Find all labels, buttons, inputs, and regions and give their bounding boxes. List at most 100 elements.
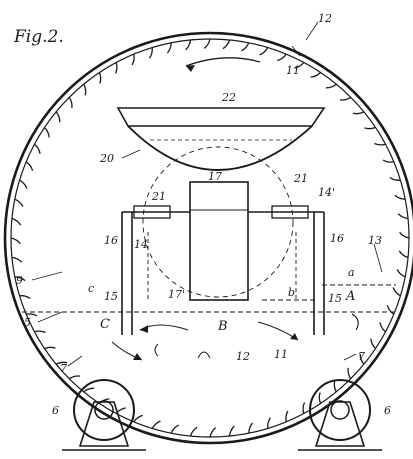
lifter-blade [259,47,269,56]
support-frame [121,205,325,335]
rotation-arrow-top [185,57,261,67]
lifter-blade [352,111,365,115]
lifter-blade [44,346,56,350]
lifter-blade [133,414,143,423]
leader-12-top [305,21,319,41]
label-7-left: 7 [60,362,67,375]
lifter-blade [131,53,135,66]
label-zone-a: A [345,289,355,304]
lifter-blade [68,375,81,380]
feed-hopper [116,107,326,298]
lifter-blade [294,62,305,69]
lifter-blade [55,361,68,365]
flow-arrowhead-right [290,333,298,340]
right-roller-wheel [309,379,371,441]
hidden-drum-circle [142,146,294,298]
lifter-blade [394,194,406,200]
label-6-right: 6 [384,404,391,417]
label-7-right: 7 [358,350,365,363]
label-9: 9 [16,274,23,287]
label-c: c [88,282,94,295]
central-tube [189,181,249,301]
lifter-blade [14,276,26,282]
left-roller-stand [78,401,130,447]
lifter-blade [339,96,352,101]
label-17: 17 [208,170,222,183]
drum-outer-shell [3,31,413,445]
lifter-blade [392,287,401,297]
lifter-blade [379,322,386,333]
left-roller-wheel [73,379,135,441]
drum [3,31,413,445]
leader-9 [31,271,63,281]
label-11-top: 11 [286,64,300,77]
lifter-blade [285,410,289,423]
flow-arrowhead-left [140,325,148,333]
leader-11-top [291,45,301,57]
lifter-blade [55,111,61,123]
lifter-blade [397,213,409,220]
lifter-blade [114,62,118,74]
lifter-blade [370,338,376,350]
leader-13 [373,243,383,273]
lifter-blade [386,305,395,315]
lifter-blade [241,42,250,52]
label-15-left: 15 [104,290,118,303]
left-roller-axle [94,400,114,420]
lifter-blade [228,425,235,437]
label-16-right: 16 [330,232,344,245]
drum-lifter-blades [10,38,410,438]
lifter-blade [19,179,28,189]
lifter-blade [148,47,153,59]
label-11-bottom: 11 [274,348,288,361]
label-5: 5 [24,316,31,329]
label-17-prime: 17' [168,288,185,301]
rotation-arrowhead-top [186,65,195,72]
lifter-blade [364,126,376,130]
lifter-blade [267,417,272,429]
lifter-blade [83,83,87,96]
lifter-blade [25,161,34,171]
reference-labels: 12 11 22 20 17 21 21 14 14' 16 16 9 15 1… [16,12,391,417]
lifter-blade [318,392,322,404]
label-16-left: 16 [104,234,118,247]
lifter-blade [398,250,409,259]
lifter-blade [11,256,23,263]
lifter-blade [83,387,95,393]
lifter-blade [347,367,352,380]
lifter-blade [11,217,22,226]
lifter-blade [310,72,322,78]
lifter-blade [209,427,217,438]
lifter-blade [389,176,401,181]
hopper-bowl [127,125,313,171]
lifter-blade [248,422,254,434]
lifter-blade [166,42,172,54]
lifter-blade [25,313,38,317]
lifter-blade [185,39,192,51]
lifter-blade [277,53,287,62]
lifter-blade [203,38,211,49]
level-lines [22,284,396,313]
swirl-mark-left [154,343,159,357]
lifter-blade [34,143,41,154]
lifter-blade [34,330,46,334]
leader-lines [31,21,383,367]
label-15-right: 15 [328,292,342,305]
figure-title: Fig.2. [13,27,64,47]
label-21-left: 21 [151,190,166,203]
leader-5 [37,311,63,323]
label-6-left: 6 [52,404,59,417]
roller-right [298,379,382,451]
lifter-blade [302,402,306,414]
lifter-blade [14,198,24,207]
lifter-blade [44,126,50,138]
label-12-bottom: 12 [236,350,250,363]
swirl-mark [197,351,211,359]
lifter-blade [151,420,161,429]
lifter-blade [359,353,365,365]
label-14-left: 14 [134,238,148,251]
label-14-right: 14' [318,186,335,199]
lifter-blade [170,424,179,434]
